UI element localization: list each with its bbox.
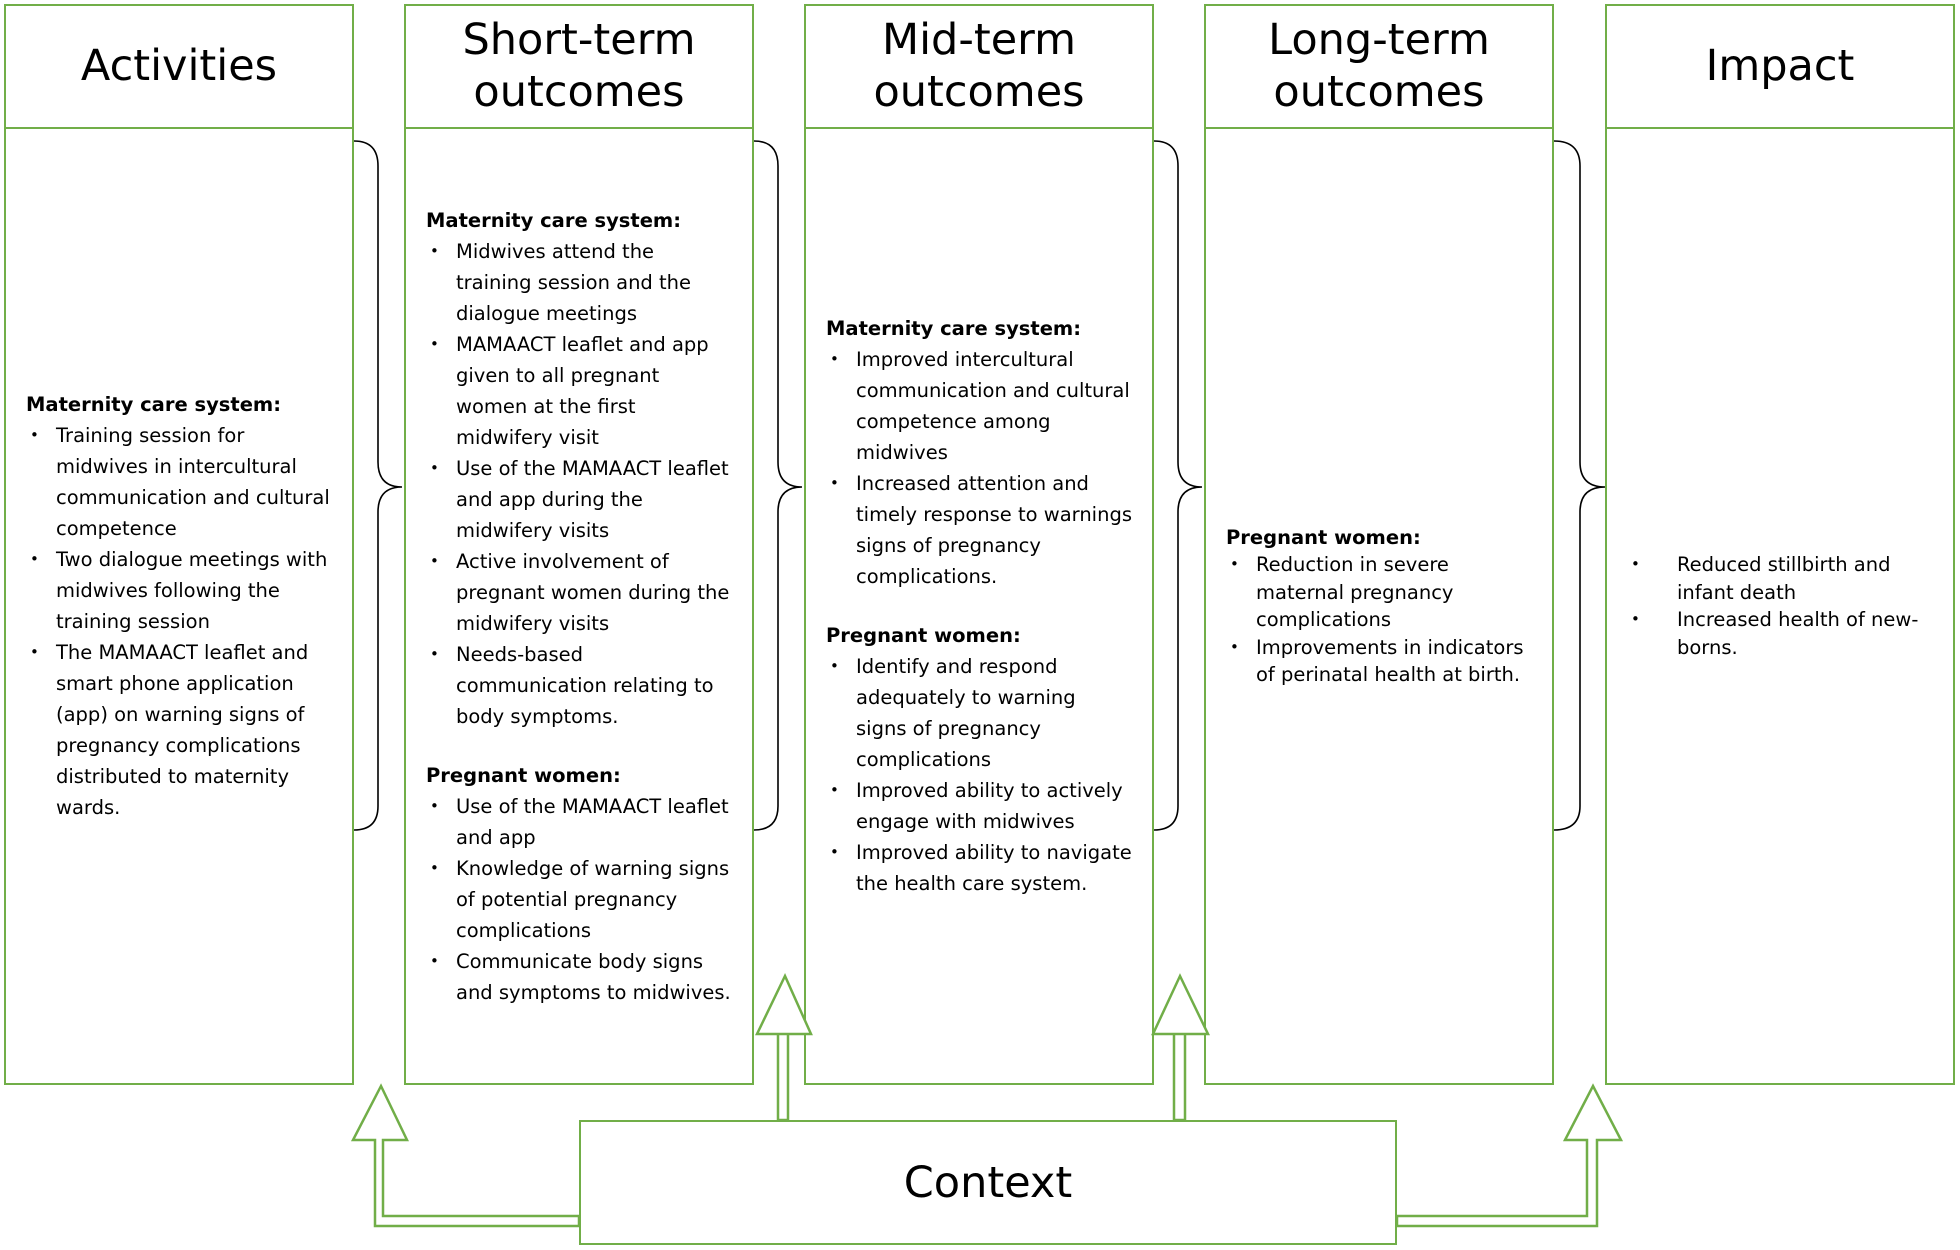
header-short-term-label: Short-term outcomes — [462, 14, 696, 117]
long-term-box: Pregnant women: Reduction in severe mate… — [1204, 127, 1554, 1085]
list-item: Two dialogue meetings with midwives foll… — [26, 544, 332, 637]
group-heading: Maternity care system: — [426, 208, 682, 232]
list-item: Needs-based communication relating to bo… — [426, 639, 732, 732]
bracket-mid-term-to-long-term — [1153, 140, 1203, 831]
list-item: Reduced stillbirth and infant death — [1627, 551, 1933, 606]
list-item: MAMAACT leaflet and app given to all pre… — [426, 329, 732, 453]
list-item: Reduction in severe maternal pregnancy c… — [1226, 551, 1532, 634]
bracket-long-term-to-impact — [1553, 140, 1606, 831]
list-item: Midwives attend the training session and… — [426, 236, 732, 329]
bracket-activities-to-short-term — [353, 140, 403, 831]
bullet-list: Midwives attend the training session and… — [426, 236, 732, 732]
list-item: Increased attention and timely response … — [826, 468, 1132, 592]
list-item: Communicate body signs and symptoms to m… — [426, 946, 732, 1008]
group-heading: Pregnant women: — [826, 624, 1021, 647]
header-mid-term-label: Mid-term outcomes — [873, 14, 1085, 117]
list-item: Improved intercultural communication and… — [826, 344, 1132, 468]
list-item: Improved ability to navigate the health … — [826, 837, 1132, 899]
mid-term-group-maternity-care: Maternity care system: Improved intercul… — [826, 313, 1132, 592]
bullet-list: Use of the MAMAACT leaflet and app Knowl… — [426, 791, 732, 1008]
long-term-group-pregnant-women: Pregnant women: Reduction in severe mate… — [1226, 524, 1532, 689]
list-item: Training session for midwives in intercu… — [26, 420, 332, 544]
arrow-context-to-impact — [1395, 1083, 1624, 1228]
list-item: Active involvement of pregnant women dur… — [426, 546, 732, 639]
header-impact-label: Impact — [1705, 40, 1855, 91]
group-heading: Pregnant women: — [426, 763, 621, 787]
bullet-list: Identify and respond adequately to warni… — [826, 651, 1132, 899]
short-term-group-pregnant-women: Pregnant women: Use of the MAMAACT leafl… — [426, 760, 732, 1008]
header-long-term-label: Long-term outcomes — [1268, 14, 1490, 117]
context-box: Context — [579, 1120, 1397, 1245]
header-activities-label: Activities — [80, 40, 278, 91]
mid-term-group-pregnant-women: Pregnant women: Identify and respond ade… — [826, 620, 1132, 899]
list-item: Increased health of new-borns. — [1627, 606, 1933, 661]
header-activities: Activities — [4, 4, 354, 129]
short-term-group-maternity-care: Maternity care system: Midwives attend t… — [426, 205, 732, 732]
list-item: Identify and respond adequately to warni… — [826, 651, 1132, 775]
list-item: Improved ability to actively engage with… — [826, 775, 1132, 837]
impact-box: Reduced stillbirth and infant death Incr… — [1605, 127, 1955, 1085]
bullet-list: Reduction in severe maternal pregnancy c… — [1226, 551, 1532, 689]
group-heading: Maternity care system: — [26, 393, 282, 416]
bullet-list: Training session for midwives in intercu… — [26, 420, 332, 823]
header-long-term-outcomes: Long-term outcomes — [1204, 4, 1554, 129]
list-item: Improvements in indicators of perinatal … — [1226, 634, 1532, 689]
list-item: Use of the MAMAACT leaflet and app durin… — [426, 453, 732, 546]
arrow-context-to-activities — [350, 1083, 581, 1228]
group-heading: Pregnant women: — [1226, 525, 1421, 549]
activities-group-maternity-care: Maternity care system: Training session … — [26, 389, 332, 823]
impact-group: Reduced stillbirth and infant death Incr… — [1627, 551, 1933, 661]
activities-box: Maternity care system: Training session … — [4, 127, 354, 1085]
mid-term-box: Maternity care system: Improved intercul… — [804, 127, 1154, 1085]
short-term-box: Maternity care system: Midwives attend t… — [404, 127, 754, 1085]
list-item: The MAMAACT leaflet and smart phone appl… — [26, 637, 332, 823]
context-label: Context — [903, 1157, 1073, 1208]
group-heading: Maternity care system: — [826, 317, 1082, 340]
list-item: Knowledge of warning signs of potential … — [426, 853, 732, 946]
list-item: Use of the MAMAACT leaflet and app — [426, 791, 732, 853]
arrow-context-to-short-term — [755, 973, 813, 1122]
bullet-list: Improved intercultural communication and… — [826, 344, 1132, 592]
header-mid-term-outcomes: Mid-term outcomes — [804, 4, 1154, 129]
arrow-context-to-mid-term — [1151, 973, 1210, 1122]
bracket-short-term-to-mid-term — [753, 140, 803, 831]
header-impact: Impact — [1605, 4, 1955, 129]
bullet-list: Reduced stillbirth and infant death Incr… — [1627, 551, 1933, 661]
